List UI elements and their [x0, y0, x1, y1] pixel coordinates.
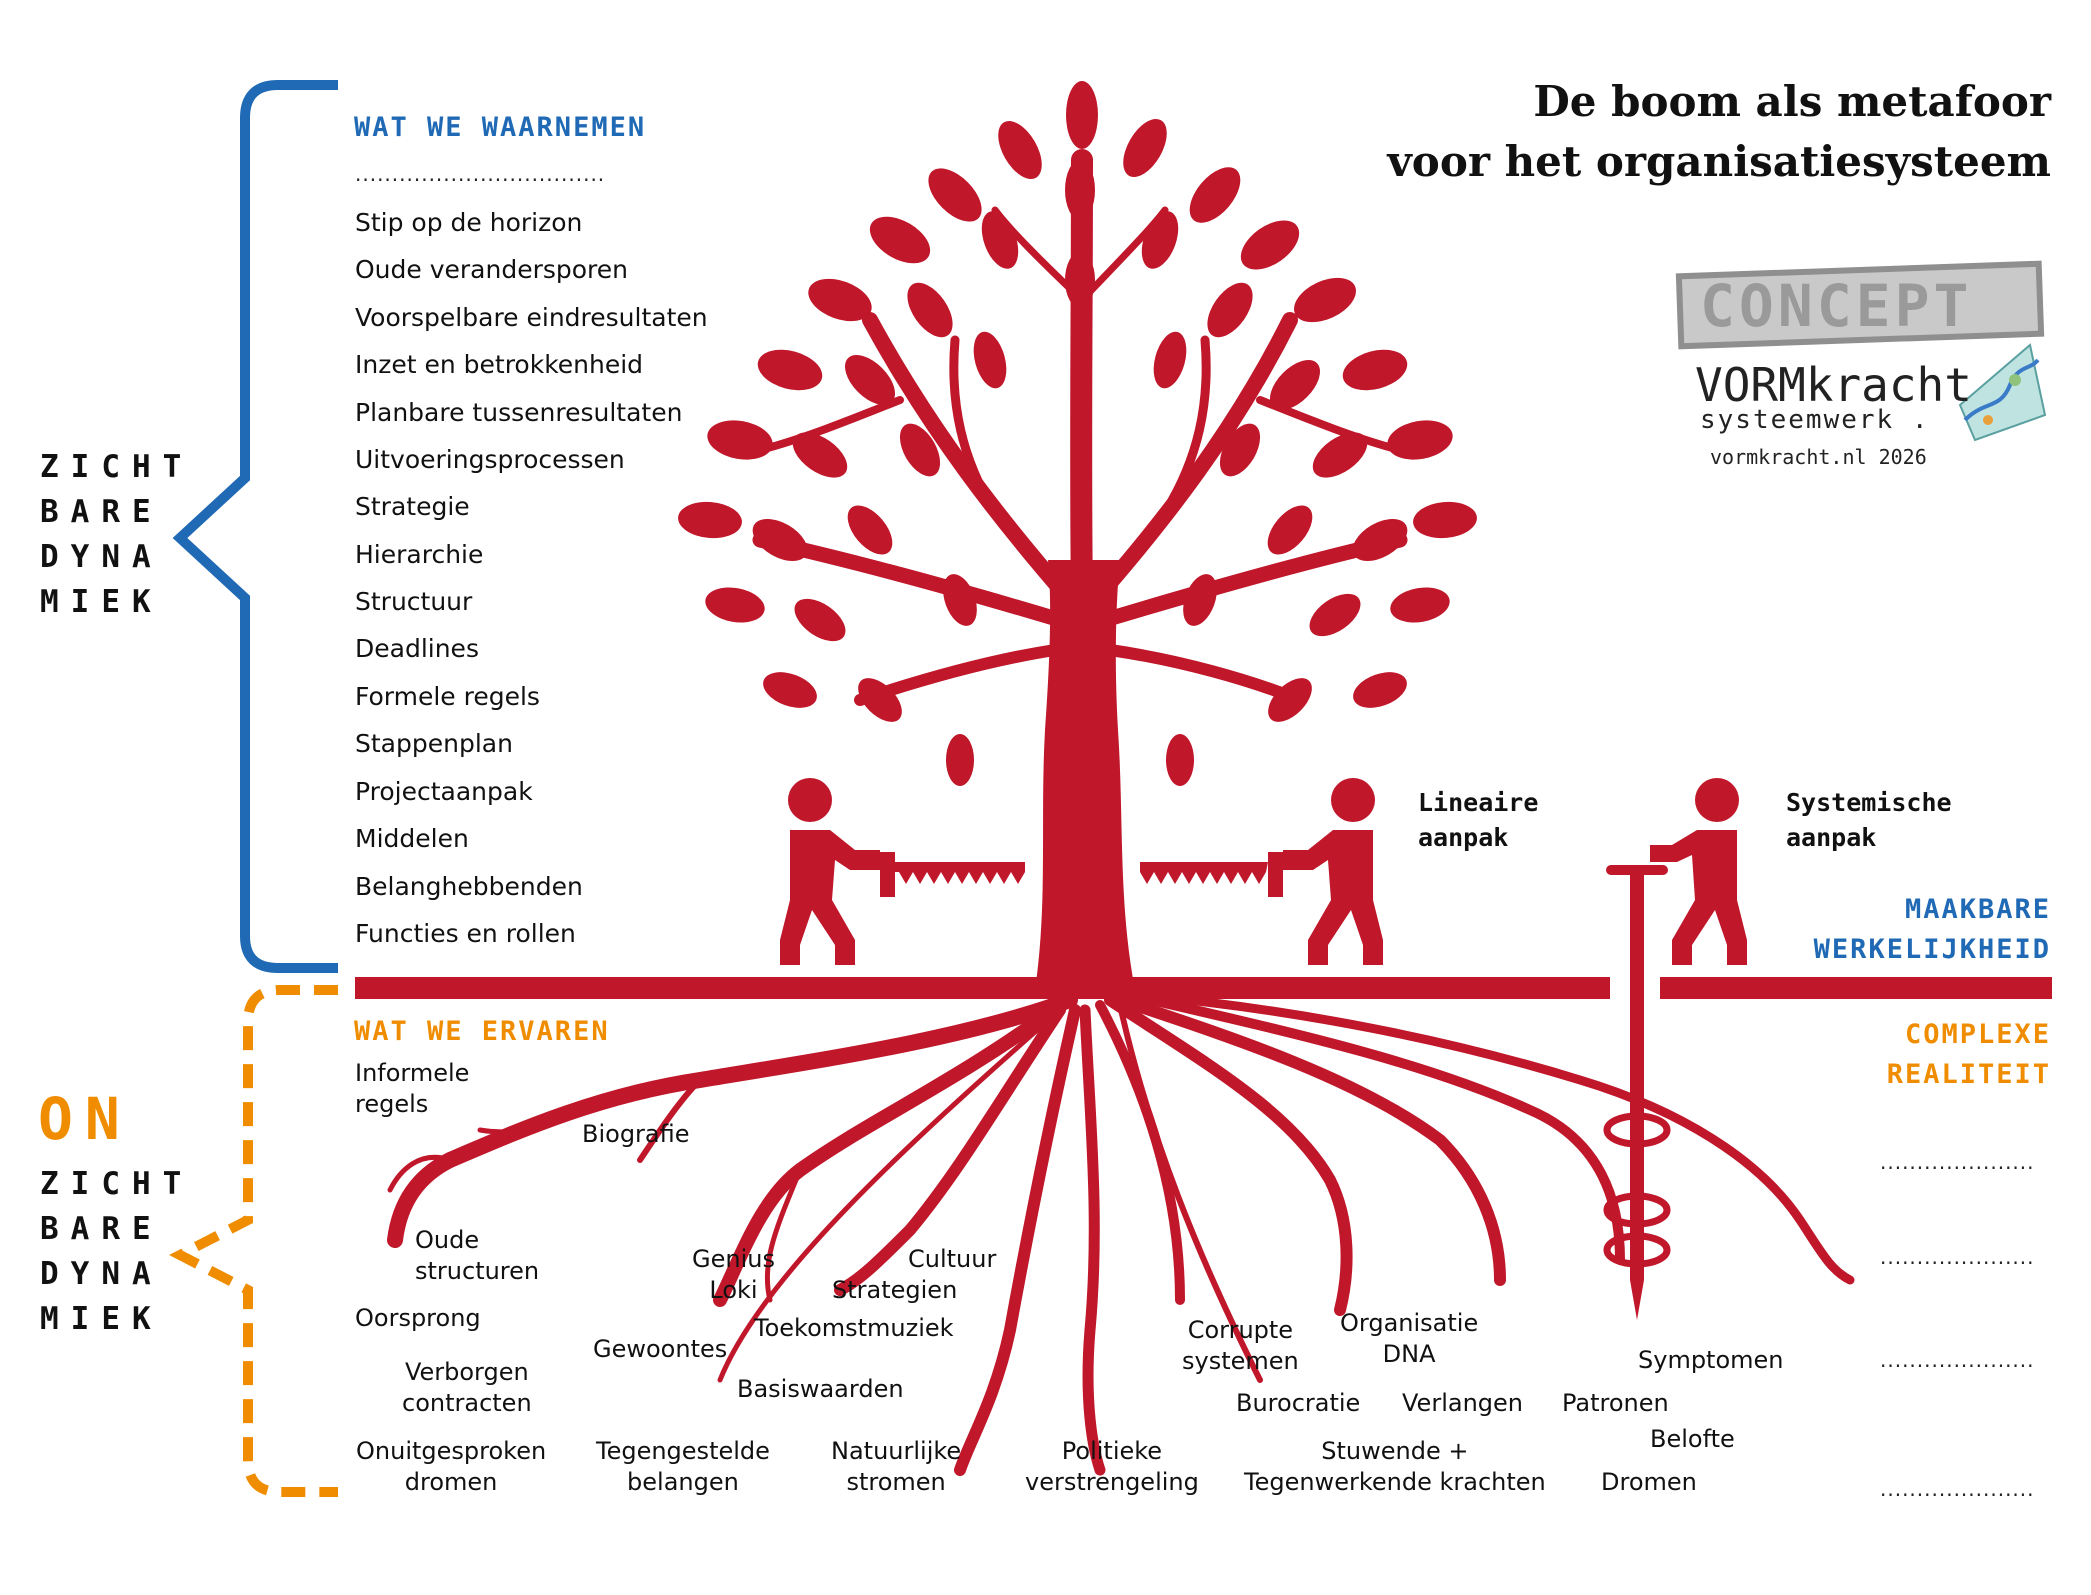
invisible-label-line: MIEK: [40, 1301, 163, 1337]
visible-item: Inzet en betrokkenheid: [355, 350, 644, 379]
root-label-natuurlijke-stromen: Natuurlijke stromen: [831, 1437, 962, 1496]
saw-left: [880, 852, 1025, 897]
root-label-toekomstmuziek: Toekomstmuziek: [754, 1314, 954, 1342]
root-label-belofte: Belofte: [1650, 1425, 1735, 1453]
ground-line-right: [1660, 977, 2052, 999]
visible-label-line: MIEK: [40, 584, 163, 620]
visible-item: Strategie: [355, 492, 470, 521]
invisible-label-line: DYNA: [40, 1256, 163, 1292]
complex-line: COMPLEXE: [1904, 1019, 2051, 1050]
root-label-politieke-verstrengeling: Politieke verstrengeling: [1025, 1437, 1199, 1496]
linear-approach-line: aanpak: [1418, 823, 1509, 852]
visible-label-line: BARE: [40, 494, 163, 530]
auger-figure: [1650, 778, 1747, 965]
visible-section-header: WAT WE WAARNEMEN: [354, 112, 647, 143]
complex-line: REALITEIT: [1886, 1059, 2051, 1090]
visible-section-dots: ..................................: [355, 162, 606, 186]
systemic-approach-label: Systemische aanpak: [1786, 785, 1952, 855]
root-label-verborgen-contracten: Verborgen contracten: [402, 1358, 532, 1417]
systemic-approach-line: aanpak: [1786, 823, 1877, 852]
invisible-bracket: [169, 985, 338, 1497]
root-label-patronen: Patronen: [1562, 1389, 1669, 1417]
visible-item: Hierarchie: [355, 540, 484, 569]
ground-line-left: [355, 977, 1610, 999]
concept-stamp-label: CONCEPT: [1700, 272, 1973, 340]
visible-item: Deadlines: [355, 634, 479, 663]
root-label-corrupte-systemen: Corrupte systemen: [1182, 1316, 1299, 1375]
tree-roots: [387, 990, 1855, 1476]
map-icon: [1958, 343, 2047, 442]
makeable-reality-label: MAAKBARE WERKELIJKHEID: [1814, 890, 2051, 970]
right-dots-2: .....................: [1880, 1245, 2035, 1269]
visible-item: Stip op de horizon: [355, 208, 583, 237]
root-label-informele-regels: Informele regels: [355, 1059, 470, 1118]
visible-item: Projectaanpak: [355, 777, 533, 806]
root-label-tegengestelde-belangen: Tegengestelde belangen: [596, 1437, 770, 1496]
right-dots-1: .....................: [1880, 1150, 2035, 1174]
visible-item: Oude verandersporen: [355, 255, 629, 284]
root-label-burocratie: Burocratie: [1236, 1389, 1361, 1417]
sawing-figure-right: [1283, 778, 1383, 965]
invisible-label-line: ZICHT: [40, 1166, 194, 1202]
root-label-biografie: Biografie: [582, 1120, 690, 1148]
visible-item: Uitvoeringsprocessen: [355, 445, 625, 474]
complex-reality-label: COMPLEXE REALITEIT: [1887, 1015, 2051, 1095]
root-label-strategien: Strategien: [832, 1276, 958, 1304]
sawing-figure-left: [780, 778, 880, 965]
root-label-gewoontes: Gewoontes: [593, 1335, 728, 1363]
page-title: De boom als metafoor voor het organisati…: [1387, 72, 2051, 192]
auger-spirals: [1603, 1112, 1671, 1268]
tree-branches: [752, 149, 1408, 706]
linear-approach-line: Lineaire: [1418, 788, 1539, 817]
visible-item: Formele regels: [355, 682, 540, 711]
root-label-organisatie-dna: Organisatie DNA: [1340, 1309, 1479, 1368]
root-label-oude-structuren: Oude structuren: [415, 1226, 540, 1285]
linear-approach-label: Lineaire aanpak: [1418, 785, 1538, 855]
auger: [1606, 865, 1668, 1320]
root-label-verlangen: Verlangen: [1402, 1389, 1523, 1417]
tree-trunk: [1035, 560, 1135, 990]
brand-subtitle: systeemwerk .: [1700, 405, 1930, 435]
visible-item: Structuur: [355, 587, 473, 616]
invisible-section-header: WAT WE ERVAREN: [354, 1016, 610, 1047]
root-label-cultuur: Cultuur: [908, 1245, 997, 1273]
makeable-line: MAAKBARE: [1904, 894, 2051, 925]
root-label-onuitgesproken-dromen: Onuitgesproken dromen: [356, 1437, 547, 1496]
saw-right: [1140, 852, 1283, 897]
brand-site: vormkracht.nl 2026: [1710, 445, 1927, 469]
root-label-genius-loki: Genius Loki: [692, 1245, 775, 1304]
makeable-line: WERKELIJKHEID: [1813, 934, 2051, 965]
root-label-basiswaarden: Basiswaarden: [737, 1375, 904, 1403]
root-label-oorsprong: Oorsprong: [355, 1304, 481, 1332]
visible-item: Voorspelbare eindresultaten: [355, 303, 708, 332]
root-label-dromen: Dromen: [1601, 1468, 1697, 1496]
visible-label-line: DYNA: [40, 539, 163, 575]
root-label-stuwende-krachten: Stuwende + Tegenwerkende krachten: [1244, 1437, 1546, 1496]
visible-dynamics-label: ZICHT BARE DYNA MIEK: [40, 445, 193, 625]
visible-item: Belanghebbenden: [355, 872, 583, 901]
visible-item: Planbare tussenresultaten: [355, 398, 683, 427]
brand-name: VORMkracht: [1695, 358, 1972, 412]
invisible-prefix: ON: [38, 1085, 132, 1153]
visible-bracket: [172, 80, 338, 973]
visible-item: Functies en rollen: [355, 919, 576, 948]
concept-stamp: [1675, 260, 2045, 350]
page-title-line-2: voor het organisatiesysteem: [1387, 137, 2051, 186]
right-dots-3: .....................: [1880, 1348, 2035, 1372]
invisible-label-line: BARE: [40, 1211, 163, 1247]
systemic-approach-line: Systemische: [1786, 788, 1952, 817]
visible-label-line: ZICHT: [40, 449, 194, 485]
root-label-symptomen: Symptomen: [1638, 1346, 1784, 1374]
right-dots-4: .....................: [1880, 1477, 2035, 1501]
page-title-line-1: De boom als metafoor: [1533, 77, 2051, 126]
invisible-dynamics-label: ZICHT BARE DYNA MIEK: [40, 1162, 193, 1342]
visible-item: Stappenplan: [355, 729, 513, 758]
visible-item: Middelen: [355, 824, 469, 853]
